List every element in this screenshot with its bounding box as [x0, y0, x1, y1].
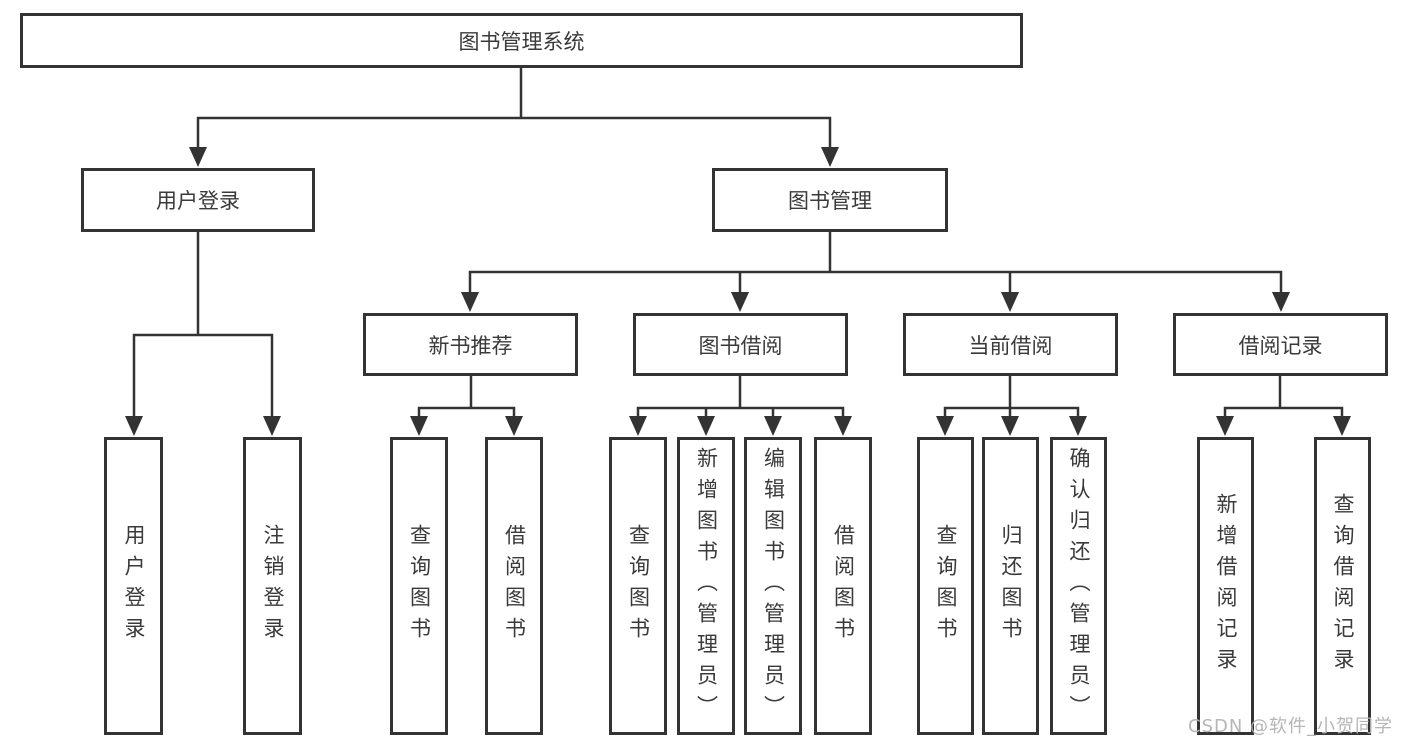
- leaf-add-books-admin-label: 新增图书（管理员）: [694, 446, 719, 726]
- node-user-login: 用户登录: [81, 168, 315, 232]
- leaf-current-query-books: 查询图书: [917, 437, 974, 735]
- leaf-add-borrow-record: 新增借阅记录: [1197, 437, 1254, 735]
- leaf-user-login-label: 用户登录: [122, 524, 146, 648]
- leaf-confirm-return-admin: 确认归还（管理员）: [1050, 437, 1107, 735]
- node-new-book-recommend-label: 新书推荐: [428, 333, 513, 358]
- leaf-recommend-query-books: 查询图书: [390, 437, 448, 735]
- node-root: 图书管理系统: [20, 13, 1023, 68]
- node-book-management-label: 图书管理: [788, 189, 872, 213]
- leaf-return-books: 归还图书: [982, 437, 1039, 735]
- leaf-current-query-books-label: 查询图书: [934, 524, 958, 648]
- node-book-management: 图书管理: [712, 168, 948, 232]
- leaf-return-books-label: 归还图书: [999, 524, 1023, 648]
- node-borrow-record-label: 借阅记录: [1238, 333, 1323, 358]
- leaf-recommend-borrow-books: 借阅图书: [485, 437, 543, 735]
- leaf-confirm-return-admin-label: 确认归还（管理员）: [1067, 446, 1091, 726]
- node-root-label: 图书管理系统: [458, 29, 585, 54]
- leaf-add-borrow-record-label: 新增借阅记录: [1214, 493, 1238, 679]
- leaf-edit-books-admin-label: 编辑图书（管理员）: [761, 446, 786, 726]
- leaf-borrow-query-books-label: 查询图书: [626, 524, 651, 648]
- node-book-borrow: 图书借阅: [633, 313, 848, 376]
- node-book-borrow-label: 图书借阅: [698, 333, 783, 358]
- leaf-query-borrow-record-label: 查询借阅记录: [1331, 493, 1355, 679]
- leaf-add-books-admin: 新增图书（管理员）: [677, 437, 735, 735]
- node-new-book-recommend: 新书推荐: [363, 313, 578, 376]
- leaf-user-login: 用户登录: [104, 437, 163, 735]
- leaf-recommend-borrow-books-label: 借阅图书: [502, 524, 527, 648]
- leaf-borrow-books: 借阅图书: [814, 437, 872, 735]
- leaf-borrow-books-label: 借阅图书: [831, 524, 856, 648]
- leaf-borrow-query-books: 查询图书: [609, 437, 667, 735]
- leaf-recommend-query-books-label: 查询图书: [407, 524, 432, 648]
- node-current-borrow-label: 当前借阅: [968, 333, 1053, 358]
- leaf-query-borrow-record: 查询借阅记录: [1314, 437, 1371, 735]
- csdn-watermark: CSDN @软件_小贺同学: [1188, 716, 1394, 737]
- node-user-login-label: 用户登录: [156, 189, 240, 213]
- node-borrow-record: 借阅记录: [1173, 313, 1388, 376]
- node-current-borrow: 当前借阅: [903, 313, 1118, 376]
- leaf-edit-books-admin: 编辑图书（管理员）: [744, 437, 802, 735]
- leaf-logout: 注销登录: [243, 437, 302, 735]
- leaf-logout-label: 注销登录: [261, 524, 285, 648]
